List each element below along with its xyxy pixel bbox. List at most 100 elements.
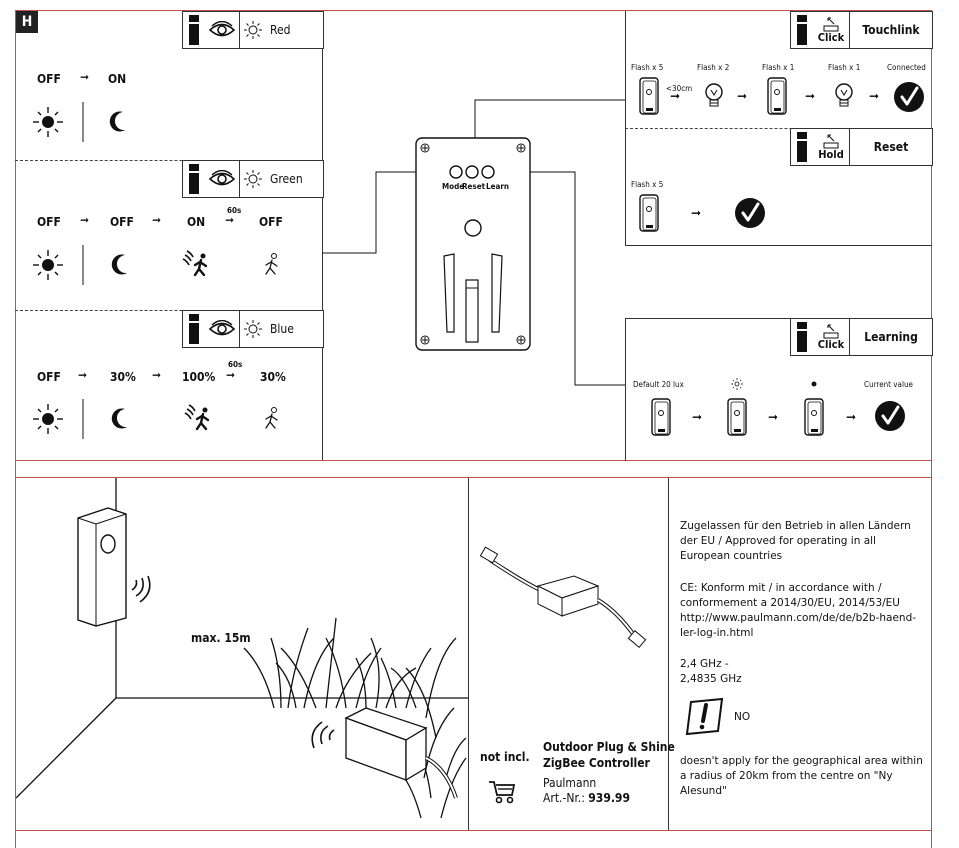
state-label: OFF [37, 370, 61, 384]
approval-text: Zugelassen für den Betrieb in allen Länd… [680, 520, 911, 562]
arrow-icon: ➞ [225, 213, 235, 227]
mode-color-label: Blue [270, 322, 294, 336]
mode-header-red: Red [182, 11, 324, 49]
frame-right [931, 10, 932, 848]
click-icon: Click [813, 16, 849, 44]
installation-scene [16, 478, 468, 819]
product-name-line1: Outdoor Plug & Shine [543, 740, 675, 754]
state-label: 100% [182, 370, 216, 384]
svg-text:➞: ➞ [805, 89, 815, 103]
product-name-line2: ZigBee Controller [543, 756, 650, 770]
arrow-icon: ➞ [78, 368, 88, 382]
step-label: Connected [887, 63, 926, 72]
click-icon: Click [813, 323, 849, 351]
svg-text:➞: ➞ [692, 410, 702, 424]
button-label-learn: Learn [486, 182, 509, 191]
svg-text:➞: ➞ [768, 410, 778, 424]
action-label: Click [817, 31, 845, 44]
device-diagram [322, 99, 626, 386]
url-line1: http://www.paulmann.com/de/de/b2b-haend- [680, 612, 917, 624]
state-label: ON [187, 215, 206, 229]
state-label: OFF [37, 215, 61, 229]
svg-text:➞: ➞ [691, 206, 701, 220]
eye-icon [205, 161, 239, 197]
plug-box [344, 707, 458, 799]
eye-icon [205, 12, 239, 48]
divider-v-1 [468, 478, 469, 830]
state-label: 30% [260, 370, 286, 384]
cart-icon [489, 781, 516, 804]
timer-label: 60s [227, 206, 242, 215]
divider-v-2 [668, 478, 669, 830]
distance-label: <30cm [666, 84, 693, 93]
arrow-icon: ➞ [226, 368, 236, 382]
step-label: Default 20 lux [633, 380, 684, 389]
product-art: Art.-Nr.: 939.99 [543, 791, 630, 805]
mode-panel [15, 11, 323, 460]
mode-color-label: Red [270, 23, 291, 37]
info-icon [183, 12, 205, 48]
not-included-label: not incl. [480, 750, 530, 764]
sun-icon [239, 311, 266, 347]
state-label: 30% [110, 370, 136, 384]
url-line2: ler-log-in.html [680, 627, 754, 639]
warning-icon [685, 697, 724, 736]
dash-divider-1 [15, 160, 322, 161]
frequency-line1: 2,4 GHz - [680, 658, 729, 670]
learning-panel [625, 318, 932, 461]
learning-title: Learning [849, 319, 932, 355]
mode-header-green: Green [182, 160, 324, 198]
sun-icon [239, 12, 266, 48]
button-label-mode: Mode [442, 182, 465, 191]
touchlink-title: Touchlink [849, 12, 932, 48]
button-label-reset: Reset [462, 182, 486, 191]
state-label: OFF [259, 215, 283, 229]
info-icon [791, 131, 813, 163]
info-icon [791, 321, 813, 353]
arrow-icon: ➞ [152, 368, 162, 382]
eye-icon [205, 311, 239, 347]
learning-header: Click Learning [790, 318, 933, 356]
frame-top [15, 10, 932, 11]
ce-text: CE: Konform mit / in accordance with / c… [680, 582, 900, 609]
frame-divider-2 [15, 477, 932, 478]
step-label: Flash x 5 [631, 63, 664, 72]
step-label: Current value [864, 380, 913, 389]
info-icon [791, 14, 813, 46]
info-icon [183, 311, 205, 347]
mode-icons [32, 102, 278, 439]
reset-header: Hold Reset [790, 128, 933, 166]
info-icon [183, 161, 205, 197]
art-number: 939.99 [588, 791, 630, 805]
exception-text: doesn't apply for the geographical area … [680, 755, 923, 797]
svg-text:➞: ➞ [737, 89, 747, 103]
touchlink-header: Click Touchlink [790, 11, 933, 49]
svg-text:➞: ➞ [846, 410, 856, 424]
step-label: Flash x 5 [631, 180, 664, 189]
touchlink-panel [625, 11, 932, 129]
svg-text:➞: ➞ [670, 89, 680, 103]
action-label: Click [817, 338, 845, 351]
svg-text:➞: ➞ [869, 89, 879, 103]
wall-sensor [77, 507, 127, 627]
range-label: max. 15m [191, 631, 251, 645]
state-label: ON [108, 72, 127, 86]
dash-divider-2 [15, 310, 322, 311]
state-label: OFF [37, 72, 61, 86]
reset-title: Reset [849, 129, 932, 165]
art-label: Art.-Nr.: [543, 791, 585, 805]
product-brand: Paulmann [543, 776, 597, 790]
hold-icon: Hold [813, 133, 849, 161]
arrow-icon: ➞ [80, 213, 90, 227]
product-image [479, 546, 647, 649]
sequence-icons: ➞ ➞ ➞ ➞ ➞ ➞ ➞ ➞ [639, 77, 926, 436]
warning-label: NO [734, 711, 751, 723]
arrow-icon: ➞ [152, 213, 162, 227]
step-label: Flash x 2 [697, 63, 730, 72]
action-label: Hold [818, 148, 844, 161]
section-label: H [16, 11, 38, 33]
step-label: Flash x 1 [828, 63, 861, 72]
mode-header-blue: Blue [182, 310, 324, 348]
timer-label: 60s [228, 360, 243, 369]
step-label: Flash x 1 [762, 63, 795, 72]
